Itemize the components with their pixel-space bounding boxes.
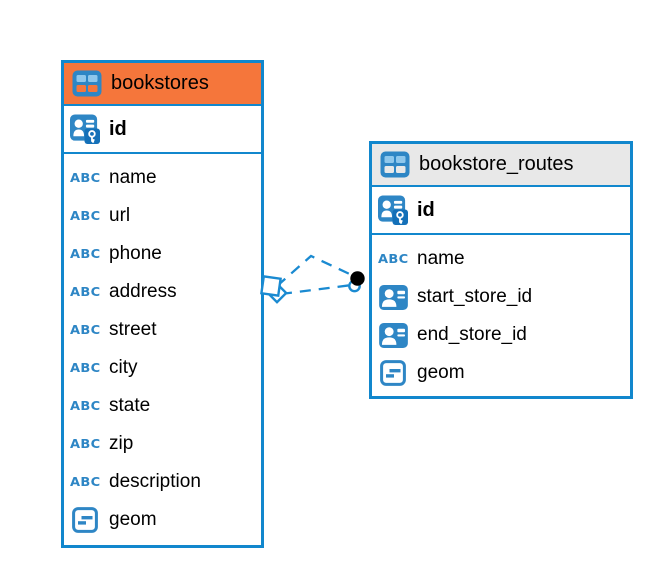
table-bookstore-routes[interactable]: bookstore_routes id ABC name start_store… [369, 141, 633, 399]
text-type-icon: ABC [70, 322, 101, 338]
column-row-name[interactable]: ABC name [378, 240, 624, 278]
column-row-end-store-id[interactable]: end_store_id [378, 316, 624, 354]
column-name: geom [109, 509, 157, 530]
text-type-icon: ABC [378, 251, 409, 267]
column-name: description [109, 471, 201, 492]
column-row-street[interactable]: ABC street [70, 311, 255, 349]
column-name: id [109, 117, 127, 140]
primary-key-row[interactable]: id [64, 106, 261, 154]
column-name: address [109, 281, 177, 302]
primary-key-icon [378, 195, 408, 226]
column-name: phone [109, 243, 162, 264]
column-name: start_store_id [417, 286, 533, 307]
column-row-state[interactable]: ABC state [70, 387, 255, 425]
table-icon [72, 70, 102, 97]
table-icon [380, 151, 410, 178]
column-row-zip[interactable]: ABC zip [70, 425, 255, 463]
column-name: end_store_id [417, 324, 527, 345]
column-row-address[interactable]: ABC address [70, 273, 255, 311]
column-name: url [109, 205, 131, 226]
reference-type-icon [378, 323, 408, 348]
column-name: zip [109, 433, 134, 454]
geometry-type-icon [70, 507, 100, 533]
table-header[interactable]: bookstores [64, 63, 261, 106]
text-type-icon: ABC [70, 246, 101, 262]
column-name: name [417, 248, 465, 269]
column-row-url[interactable]: ABC url [70, 197, 255, 235]
primary-key-icon [70, 114, 100, 145]
column-name: name [109, 167, 157, 188]
column-row-start-store-id[interactable]: start_store_id [378, 278, 624, 316]
relationship-line-lower[interactable] [280, 283, 353, 296]
table-bookstores[interactable]: bookstores id ABC name ABC url ABC phone… [61, 60, 264, 548]
text-type-icon: ABC [70, 170, 101, 186]
text-type-icon: ABC [70, 474, 101, 490]
table-title: bookstores [111, 72, 209, 94]
column-list: ABC name ABC url ABC phone ABC address A… [64, 154, 261, 539]
text-type-icon: ABC [70, 398, 101, 414]
column-list: ABC name start_store_id end_store_id ge [372, 235, 630, 392]
relationship-line-upper[interactable] [276, 254, 357, 287]
column-name: state [109, 395, 151, 416]
column-name: id [417, 198, 435, 221]
table-header[interactable]: bookstore_routes [372, 144, 630, 187]
column-row-city[interactable]: ABC city [70, 349, 255, 387]
geometry-type-icon [378, 360, 408, 386]
column-row-description[interactable]: ABC description [70, 463, 255, 501]
text-type-icon: ABC [70, 360, 101, 376]
primary-key-row[interactable]: id [372, 187, 630, 235]
column-name: geom [417, 362, 465, 383]
text-type-icon: ABC [70, 208, 101, 224]
column-row-geom[interactable]: geom [378, 354, 624, 392]
text-type-icon: ABC [70, 284, 101, 300]
column-row-geom[interactable]: geom [70, 501, 255, 539]
column-name: street [109, 319, 157, 340]
column-row-name[interactable]: ABC name [70, 159, 255, 197]
reference-type-icon [378, 285, 408, 310]
column-name: city [109, 357, 138, 378]
one-end-dot-icon [348, 271, 365, 293]
table-title: bookstore_routes [419, 153, 574, 175]
text-type-icon: ABC [70, 436, 101, 452]
column-row-phone[interactable]: ABC phone [70, 235, 255, 273]
many-end-diamond-icon [260, 275, 288, 304]
